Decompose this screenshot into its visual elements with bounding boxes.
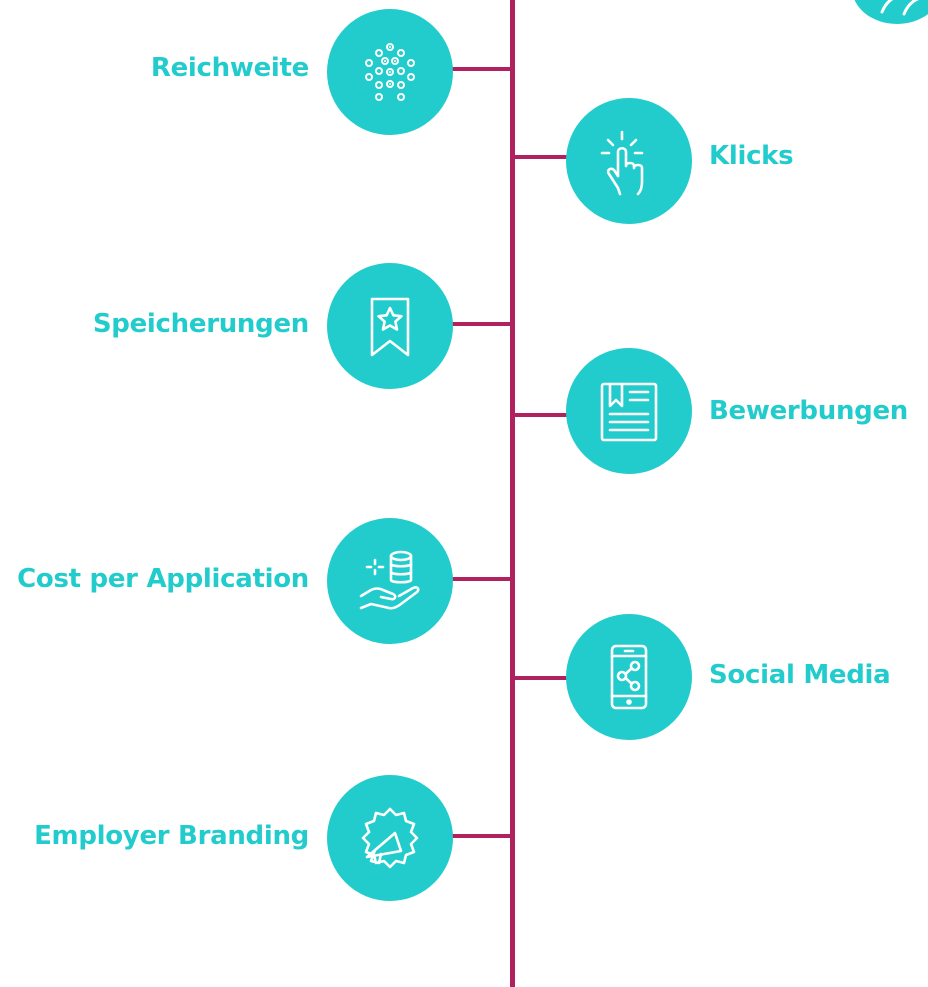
milestone-node-cost-per-application	[327, 518, 453, 644]
tap-hand-icon	[600, 130, 644, 196]
connector-cost-per-application	[449, 577, 512, 581]
phone-share-icon	[610, 644, 648, 710]
document-icon	[600, 382, 658, 442]
milestone-node-speicherungen	[327, 263, 453, 389]
milestone-label-employer-branding: Employer Branding	[34, 821, 309, 851]
connector-speicherungen	[449, 322, 512, 326]
milestone-label-bewerbungen: Bewerbungen	[709, 396, 909, 426]
corner-badge	[852, 0, 928, 24]
milestone-label-speicherungen: Speicherungen	[92, 309, 309, 339]
connector-bewerbungen	[512, 413, 574, 417]
timeline-spine	[510, 0, 515, 987]
milestone-node-bewerbungen	[566, 348, 692, 474]
connector-social-media	[512, 676, 574, 680]
milestone-node-employer-branding	[327, 775, 453, 901]
milestone-node-reichweite	[327, 9, 453, 135]
megaphone-badge-icon	[361, 807, 419, 869]
milestone-node-social-media	[566, 614, 692, 740]
milestone-node-klicks	[566, 98, 692, 224]
connector-employer-branding	[449, 834, 512, 838]
milestone-label-social-media: Social Media	[709, 660, 891, 690]
bookmark-star-icon	[370, 297, 410, 357]
milestone-label-reichweite: Reichweite	[150, 53, 309, 83]
dots-cluster-icon	[365, 43, 415, 101]
hand-coins-icon	[359, 550, 420, 610]
badge-icon	[880, 0, 919, 16]
connector-reichweite	[449, 67, 512, 71]
milestone-label-klicks: Klicks	[709, 141, 794, 171]
connector-klicks	[512, 155, 574, 159]
milestone-label-cost-per-application: Cost per Application	[17, 564, 309, 594]
